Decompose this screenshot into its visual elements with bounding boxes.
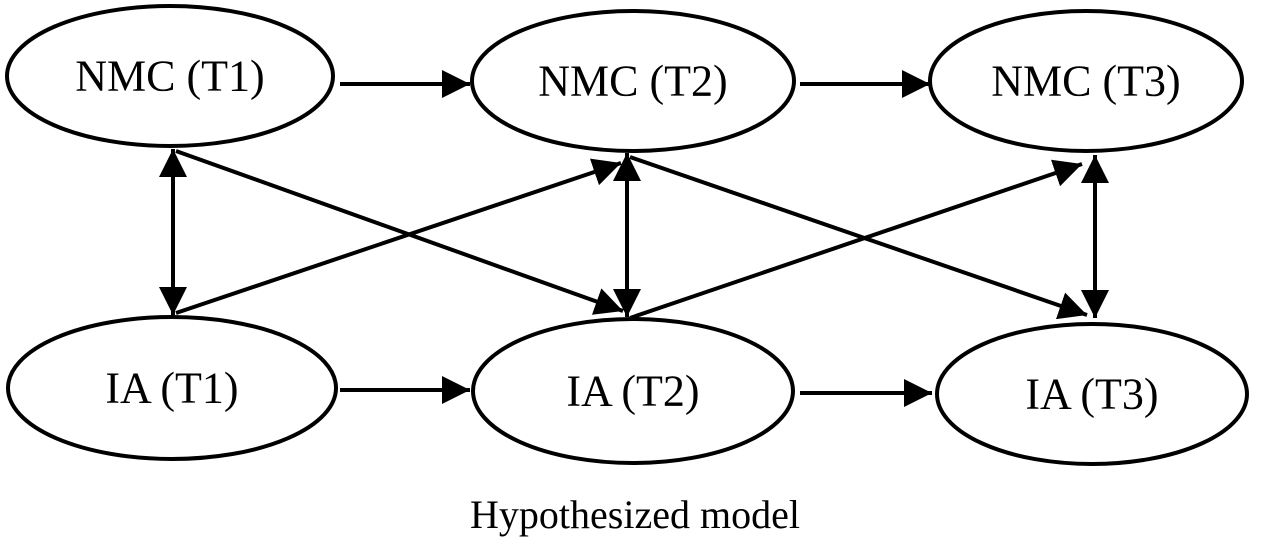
edge-ia2-to-nmc3 [629, 159, 1083, 320]
edge-ia1-to-nmc2 [175, 158, 622, 315]
node-label-ia-t2: IA (T2) [566, 367, 699, 416]
node-ia-t1: IA (T1) [6, 315, 338, 461]
edge-nmc1-to-ia2 [175, 149, 624, 315]
node-label-ia-t1: IA (T1) [105, 364, 238, 413]
node-ia-t2: IA (T2) [471, 317, 795, 465]
node-label-ia-t3: IA (T3) [1025, 370, 1158, 419]
node-ia-t3: IA (T3) [935, 322, 1249, 466]
edges-layer [159, 70, 1109, 407]
node-label-nmc-t3: NMC (T3) [991, 57, 1180, 106]
node-nmc-t2: NMC (T2) [470, 9, 796, 153]
nodes-layer: NMC (T1) NMC (T2) NMC (T3) IA (T1) IA (T… [5, 4, 1249, 466]
node-nmc-t3: NMC (T3) [928, 9, 1244, 153]
edge-nmc2-to-ia3 [629, 155, 1088, 320]
node-nmc-t1: NMC (T1) [5, 4, 335, 148]
node-label-nmc-t2: NMC (T2) [538, 57, 727, 106]
diagram-caption: Hypothesized model [470, 492, 800, 537]
node-label-nmc-t1: NMC (T1) [75, 52, 264, 101]
